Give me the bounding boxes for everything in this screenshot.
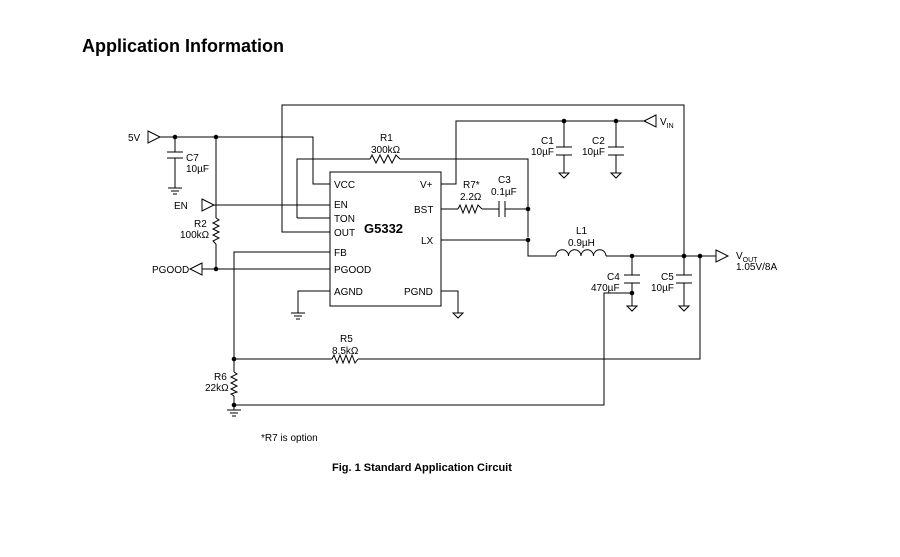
- r5-ref: R5: [340, 334, 353, 345]
- footnote: *R7 is option: [261, 433, 318, 444]
- port-en-label: EN: [174, 201, 188, 212]
- c5-value: 10µF: [651, 283, 674, 294]
- pin-ton: TON: [334, 214, 355, 225]
- r6-value: 22kΩ: [205, 383, 229, 394]
- r7-ref: R7*: [463, 180, 480, 191]
- port-vin-label: VIN: [660, 117, 674, 130]
- ic-g5332: G5332 VCC EN TON OUT FB PGOOD AGND V+ BS…: [329, 171, 442, 307]
- figure-caption: Fig. 1 Standard Application Circuit: [332, 462, 512, 474]
- resistor-r6: [229, 371, 239, 397]
- page-title: Application Information: [82, 36, 284, 56]
- capacitor-c3: [498, 201, 506, 217]
- port-pgood-label: PGOOD: [152, 265, 189, 276]
- port-5v-arrow: [147, 130, 162, 144]
- r5-value: 8.5kΩ: [332, 346, 359, 357]
- capacitor-c5: [676, 274, 692, 284]
- junction-dots: [172, 118, 703, 408]
- ground-c5: [677, 305, 691, 312]
- port-vout-value: 1.05V/8A: [736, 262, 777, 273]
- port-en-arrow: [201, 198, 216, 212]
- ground-pgnd: [451, 312, 465, 319]
- resistor-r2: [211, 217, 221, 245]
- ground-agnd: [291, 312, 305, 320]
- r6-ref: R6: [214, 372, 227, 383]
- pin-lx: LX: [421, 236, 434, 247]
- c3-value: 0.1µF: [491, 187, 517, 198]
- pin-agnd: AGND: [334, 287, 363, 298]
- port-vin-arrow: [642, 114, 657, 128]
- c4-value: 470µF: [591, 283, 620, 294]
- capacitor-c2: [608, 146, 624, 156]
- wires: [160, 104, 716, 410]
- c2-value: 10µF: [582, 147, 605, 158]
- pin-en: EN: [334, 200, 348, 211]
- port-5v-label: 5V: [128, 133, 141, 144]
- c7-ref: C7: [186, 153, 199, 164]
- pin-vcc: VCC: [334, 180, 355, 191]
- pin-pgood: PGOOD: [334, 265, 371, 276]
- resistor-r1: [369, 153, 401, 165]
- inductor-l1: [555, 249, 607, 257]
- ic-name: G5332: [364, 221, 403, 236]
- pin-out: OUT: [334, 228, 355, 239]
- c7-value: 10µF: [186, 164, 209, 175]
- capacitor-c1: [556, 146, 572, 156]
- r2-value: 100kΩ: [180, 230, 210, 241]
- c2-ref: C2: [592, 136, 605, 147]
- l1-ref: L1: [576, 226, 588, 237]
- port-vout-arrow: [715, 249, 730, 263]
- pin-fb: FB: [334, 248, 347, 259]
- r7-value: 2.2Ω: [460, 192, 482, 203]
- pin-bst: BST: [414, 205, 433, 216]
- c3-ref: C3: [498, 175, 511, 186]
- ground-c7: [168, 187, 182, 195]
- ic-body: [329, 171, 442, 307]
- pin-vplus: V+: [420, 180, 433, 191]
- c5-ref: C5: [661, 272, 674, 283]
- capacitor-c4: [624, 274, 640, 284]
- r2-ref: R2: [194, 219, 207, 230]
- l1-value: 0.9µH: [568, 238, 595, 249]
- r1-value: 300kΩ: [371, 145, 401, 156]
- c4-ref: C4: [607, 272, 620, 283]
- ground-c4: [625, 305, 639, 312]
- resistor-r5: [331, 353, 359, 365]
- r1-ref: R1: [380, 133, 393, 144]
- pin-pgnd: PGND: [404, 287, 433, 298]
- port-vout-label: VOUT: [736, 251, 758, 264]
- ground-c1: [557, 172, 571, 179]
- port-pgood-arrow: [188, 262, 203, 276]
- resistor-r7: [457, 203, 483, 215]
- c1-ref: C1: [541, 136, 554, 147]
- ground-r6: [227, 409, 241, 417]
- c1-value: 10µF: [531, 147, 554, 158]
- ground-c2: [609, 172, 623, 179]
- capacitor-c7: [167, 151, 183, 166]
